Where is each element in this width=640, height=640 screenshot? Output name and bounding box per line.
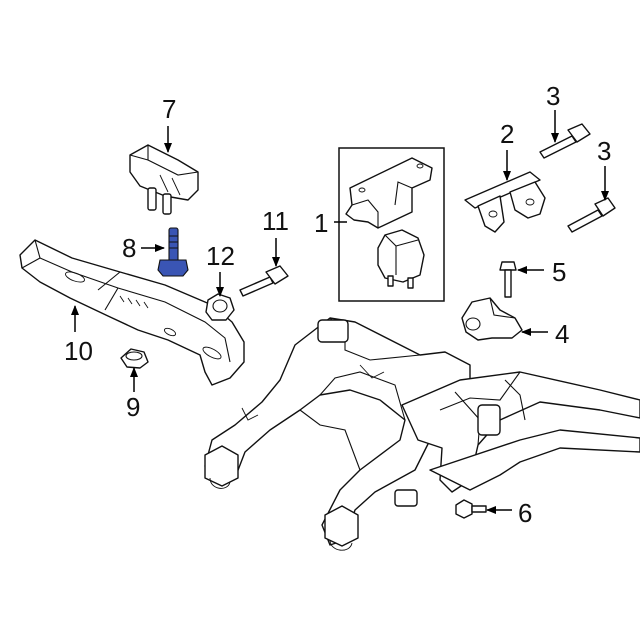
nut-part-12[interactable]: [205, 293, 235, 321]
transmission-mount-part-7[interactable]: [129, 144, 199, 215]
leader-lines: [71, 110, 609, 514]
callout-8: 8: [122, 233, 136, 263]
callout-7: 7: [162, 94, 176, 124]
callout-11: 11: [262, 206, 289, 236]
bolt-part-3-lower[interactable]: [567, 197, 616, 233]
bolt-part-11[interactable]: [239, 265, 289, 297]
bolt-part-8[interactable]: [157, 227, 189, 277]
callout-12: 12: [206, 241, 235, 271]
bolt-part-3-upper[interactable]: [539, 123, 591, 159]
callout-3-lower: 3: [597, 136, 611, 166]
engine-mount-kit-part-1[interactable]: [338, 147, 445, 302]
insulator-part-4[interactable]: [461, 297, 523, 341]
kit-box: [338, 147, 445, 302]
callout-labels: 7 8 12 11 1 2 3 3 5 4 6 9 10: [64, 81, 611, 528]
stud-part-6[interactable]: [455, 499, 487, 519]
callout-6: 6: [518, 498, 532, 528]
callout-9: 9: [126, 392, 140, 422]
nut-part-9[interactable]: [120, 348, 149, 369]
callout-3-upper: 3: [546, 81, 560, 111]
callout-10: 10: [64, 336, 93, 366]
frame-assembly: [204, 317, 640, 551]
bracket-part-2[interactable]: [464, 171, 546, 233]
callout-4: 4: [555, 319, 569, 349]
callout-1: 1: [314, 208, 328, 238]
crossmember-part-10[interactable]: [19, 239, 245, 386]
bolt-part-5[interactable]: [499, 261, 517, 298]
callout-5: 5: [552, 257, 566, 287]
callout-2: 2: [500, 119, 514, 149]
